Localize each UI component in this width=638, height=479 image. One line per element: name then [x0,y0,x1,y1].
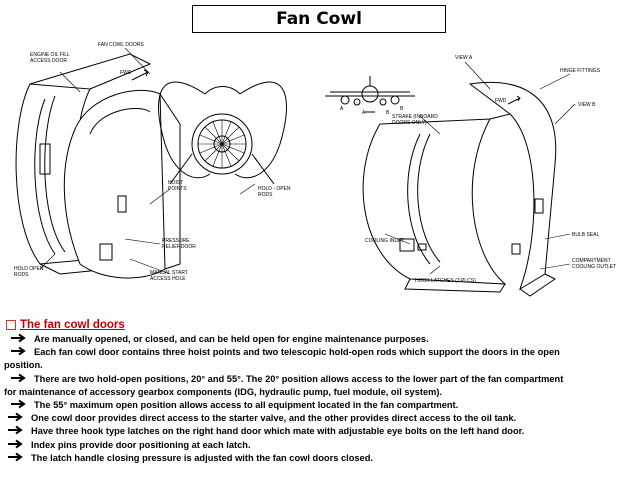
page-title: Fan Cowl [276,9,362,29]
label-hoist-points-2: POINTS [168,186,187,192]
bullet-text-3: There are two hold-open positions, 20° a… [34,373,564,384]
bullet-row-4: The 55° maximum open position allows acc… [4,399,636,412]
label-strake-1: STRAKE (INBOARD [392,114,438,120]
bullet-row-7: Index pins provide door positioning at e… [4,439,636,452]
bullet-text-2: Each fan cowl door contains three hoist … [34,347,560,358]
bullet-row-2: Each fan cowl door contains three hoist … [4,346,636,359]
airplane-front-view [325,76,415,113]
title-box: Fan Cowl [192,5,446,33]
label-cooling-inlet: COOLING INLET [365,238,404,244]
bullet-text-8: The latch handle closing pressure is adj… [31,452,373,463]
label-fwd-left: FWD [120,70,132,76]
label-manual-start-1: MANUAL START [150,270,188,276]
arrow-icon [10,373,28,383]
label-hold-open-rods-center-2: RODS [258,192,273,198]
section-heading-row: The fan cowl doors [4,317,636,333]
diagram-svg: ENGINE OIL FILL ACCESS DOOR FAN COWL DOO… [14,42,616,297]
label-view-a: VIEW A [455,55,473,61]
section-heading: The fan cowl doors [20,319,125,331]
arrow-icon [10,399,28,409]
label-plane-a2: A [362,110,366,116]
label-strake-2: DOORS ONLY) [392,120,427,126]
label-manual-start-2: ACCESS HOLE [150,276,186,282]
bullet-row-3: There are two hold-open positions, 20° a… [4,373,636,386]
bullet-row-8: The latch handle closing pressure is adj… [4,452,636,465]
label-plane-a1: A [340,106,344,112]
label-engine-oil-fill-1: ENGINE OIL FILL [30,52,70,58]
arrow-icon [10,346,28,356]
arrow-icon [7,439,25,449]
engine-front-drawing [158,81,287,185]
leader-lines [39,47,576,275]
arrow-icon [10,333,28,343]
label-engine-oil-fill-2: ACCESS DOOR [30,58,67,64]
bullet-text-7: Index pins provide door positioning at e… [31,439,251,450]
label-compartment-1: COMPARTMENT [572,258,611,264]
description-section: The fan cowl doors Are manually opened, … [4,317,636,465]
bullet-row-1: Are manually opened, or closed, and can … [4,333,636,346]
label-hold-open-rods-center-1: HOLD - OPEN [258,186,291,192]
bullet-row-3-cont: for maintenance of accessory gearbox com… [4,386,636,399]
fwd-arrow-right [507,95,521,105]
left-second-door-drawing [63,89,181,279]
arrow-icon [7,425,25,435]
bullet-text-3-cont: for maintenance of accessory gearbox com… [4,386,443,397]
label-hook-latches: HOOK LATCHES (3 PLCS) [415,278,476,284]
bullet-text-5: One cowl door provides direct access to … [31,413,517,424]
label-compartment-2: COOLING OUTLET [572,264,616,270]
label-plane-b1: B [386,110,390,116]
label-hold-open-rods-left-2: RODS [14,272,29,278]
bullet-text-1: Are manually opened, or closed, and can … [34,334,429,344]
bullet-row-6: Have three hook type latches on the righ… [4,425,636,438]
bullet-row-5: One cowl door provides direct access to … [4,412,636,425]
bullet-row-2-cont: position. [4,359,636,372]
label-hoist-points-1: HOIST [168,180,183,186]
label-hinge-fittings: HINGE FITTINGS [560,68,601,74]
label-fwd-right: FWD [495,98,507,104]
label-plane-b2: B [400,106,404,112]
label-view-b: VIEW B [578,102,596,108]
arrow-icon [7,412,25,422]
checkbox-bullet-icon [6,320,16,330]
bullet-text-4: The 55° maximum open position allows acc… [34,400,459,411]
arrow-icon [7,452,25,462]
fwd-arrow-left [131,69,149,81]
bullet-text-2-cont: position. [4,360,43,371]
label-bulb-seal: BULB SEAL [572,232,599,238]
label-hold-open-rods-left-1: HOLD OPEN [14,266,44,272]
label-pressure-relief-1: PRESSURE [162,238,190,244]
right-cowl-drawing [362,82,557,297]
fan-cowl-diagram: ENGINE OIL FILL ACCESS DOOR FAN COWL DOO… [0,34,638,306]
bullet-text-6: Have three hook type latches on the righ… [31,426,525,437]
label-fan-cowl-doors: FAN COWL DOORS [98,42,144,48]
label-pressure-relief-2: RELIEF DOOR [162,244,196,250]
